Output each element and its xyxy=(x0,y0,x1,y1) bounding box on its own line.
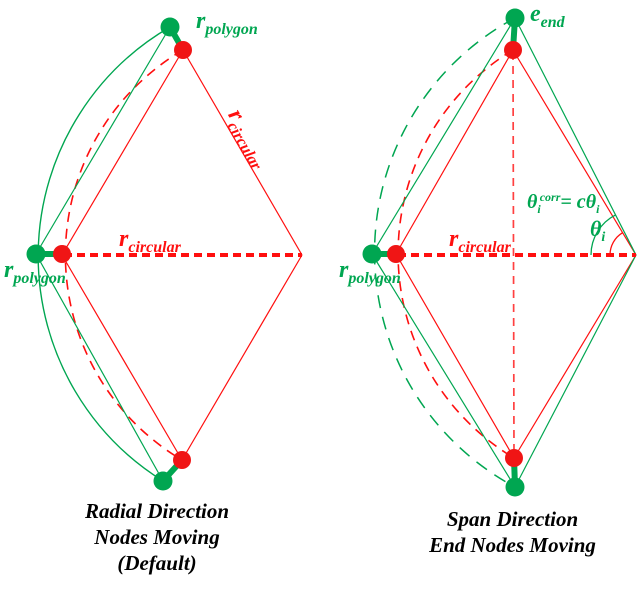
right-green-edge-bottom-vertex xyxy=(514,254,637,488)
left-red-node-bottom xyxy=(173,451,191,469)
left-green-node-top xyxy=(160,17,180,37)
right-r-polygon-left-label: rpolygon xyxy=(339,258,401,287)
r-circular-base: r xyxy=(449,226,459,252)
theta-sub: i xyxy=(596,202,600,216)
e-end-base: e xyxy=(530,1,541,27)
caption-line: (Default) xyxy=(117,551,197,575)
caption-line: Nodes Moving xyxy=(94,525,220,549)
left-r-polygon-left-label: rpolygon xyxy=(4,258,66,287)
left-green-chord-top xyxy=(35,26,171,255)
r-circular-sub: circular xyxy=(128,239,181,256)
right-red-node-bottom xyxy=(505,449,523,467)
r-circular-sub: circular xyxy=(458,239,511,256)
left-red-node-left xyxy=(53,245,71,263)
left-red-edge-bottom-vertex xyxy=(181,254,303,461)
right-e-end-label: eend xyxy=(530,2,565,31)
right-red-edge-top-vertex xyxy=(512,49,637,256)
r-polygon-sub: polygon xyxy=(205,21,258,38)
theta-symbol: θ xyxy=(527,191,538,213)
theta-sub: i xyxy=(601,230,606,245)
left-r-circular-horizontal-label: rcircular xyxy=(119,227,181,256)
r-circular-base: r xyxy=(119,226,129,252)
theta-sub: i xyxy=(537,202,541,216)
equals-c: = c xyxy=(560,191,586,213)
right-theta-corrected-label: θicorr= cθi xyxy=(527,191,599,215)
r-polygon-sub: polygon xyxy=(13,270,66,287)
left-figure-caption: Radial Direction Nodes Moving (Default) xyxy=(52,498,262,576)
theta-symbol: θ xyxy=(585,191,597,213)
caption-line: End Nodes Moving xyxy=(429,533,596,557)
left-red-chord-bottom xyxy=(61,254,183,461)
left-green-chord-bottom xyxy=(35,253,164,482)
r-polygon-base: r xyxy=(4,257,14,283)
right-angle-arc-corrected xyxy=(590,214,616,256)
left-green-node-left xyxy=(26,244,46,264)
r-polygon-sub: polygon xyxy=(348,270,401,287)
left-r-polygon-top-label: rpolygon xyxy=(196,9,258,38)
caption-line: Radial Direction xyxy=(84,499,230,523)
e-end-sub: end xyxy=(540,14,565,31)
right-red-edge-bottom-vertex xyxy=(513,254,637,459)
right-figure-caption: Span Direction End Nodes Moving xyxy=(395,506,630,558)
right-green-node-left xyxy=(362,244,382,264)
right-angle-arc-original xyxy=(609,232,623,256)
right-red-chord-bottom xyxy=(395,253,515,459)
right-figure xyxy=(362,8,637,497)
right-theta-i-label: θi xyxy=(590,218,605,245)
right-red-chord-top xyxy=(395,49,514,255)
right-span-axis-dashed xyxy=(512,51,515,458)
right-green-chord-top xyxy=(371,17,516,255)
right-r-circular-horizontal-label: rcircular xyxy=(449,227,511,256)
left-green-node-bottom xyxy=(153,471,173,491)
caption-line: Span Direction xyxy=(446,507,579,531)
left-figure xyxy=(26,17,303,491)
right-red-node-top xyxy=(504,41,522,59)
right-green-chord-bottom xyxy=(371,253,516,488)
left-red-edge-top-vertex xyxy=(182,49,303,256)
r-polygon-base: r xyxy=(339,257,349,283)
theta-sup: corr xyxy=(539,190,561,204)
right-red-node-left xyxy=(387,245,405,263)
right-green-node-top xyxy=(505,8,525,28)
left-red-chord-top xyxy=(61,49,184,256)
theta-symbol: θ xyxy=(590,216,602,241)
right-green-edge-top-vertex xyxy=(514,17,637,256)
left-red-node-top xyxy=(174,41,192,59)
r-polygon-base: r xyxy=(196,8,206,34)
right-green-node-bottom xyxy=(505,477,525,497)
